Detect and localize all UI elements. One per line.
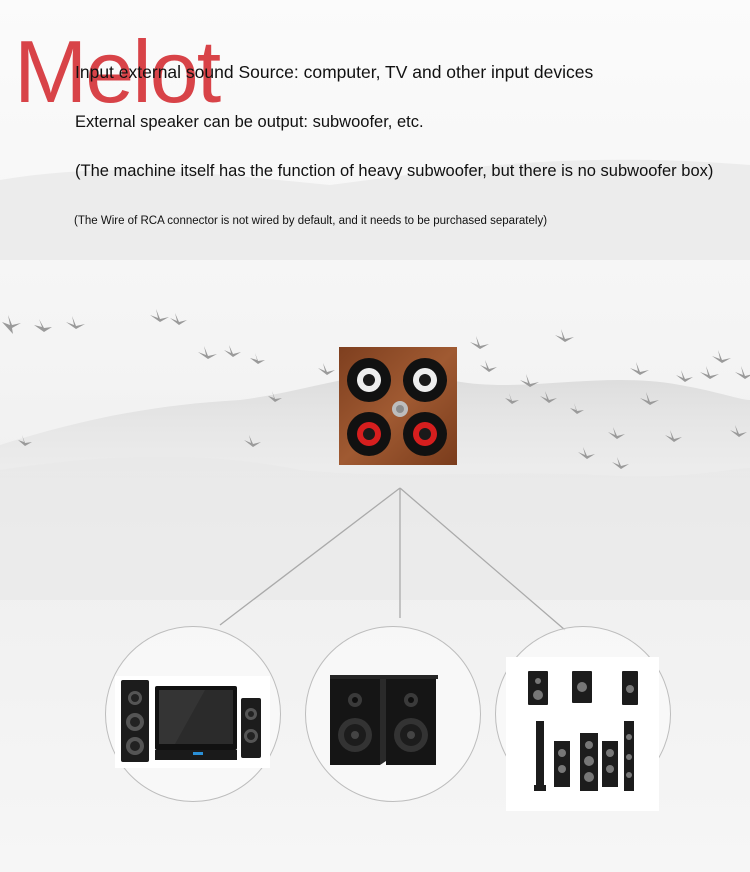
screw-icon xyxy=(392,401,408,417)
mountain-near xyxy=(0,456,750,600)
rca-jacks-icon xyxy=(339,347,457,465)
mountain-far xyxy=(0,159,750,260)
connection-lines xyxy=(219,487,566,631)
speaker-left xyxy=(330,675,386,765)
brand-logo: Melot xyxy=(14,22,221,121)
white-jack-right xyxy=(403,358,447,402)
speaker-right xyxy=(384,675,438,765)
birds-icon xyxy=(2,309,750,469)
red-jack-right xyxy=(403,412,447,456)
speaker-set-icon xyxy=(506,657,659,811)
input-description: Input external sound Source: computer, T… xyxy=(75,62,594,82)
red-jack-left xyxy=(347,412,391,456)
home-theater-tv-icon xyxy=(115,676,270,768)
output-description: External speaker can be output: subwoofe… xyxy=(75,113,424,131)
rca-wire-note: (The Wire of RCA connector is not wired … xyxy=(74,215,548,227)
white-jack-left xyxy=(347,358,391,402)
bookshelf-speakers-icon xyxy=(330,675,438,765)
subwoofer-note: (The machine itself has the function of … xyxy=(75,162,714,180)
